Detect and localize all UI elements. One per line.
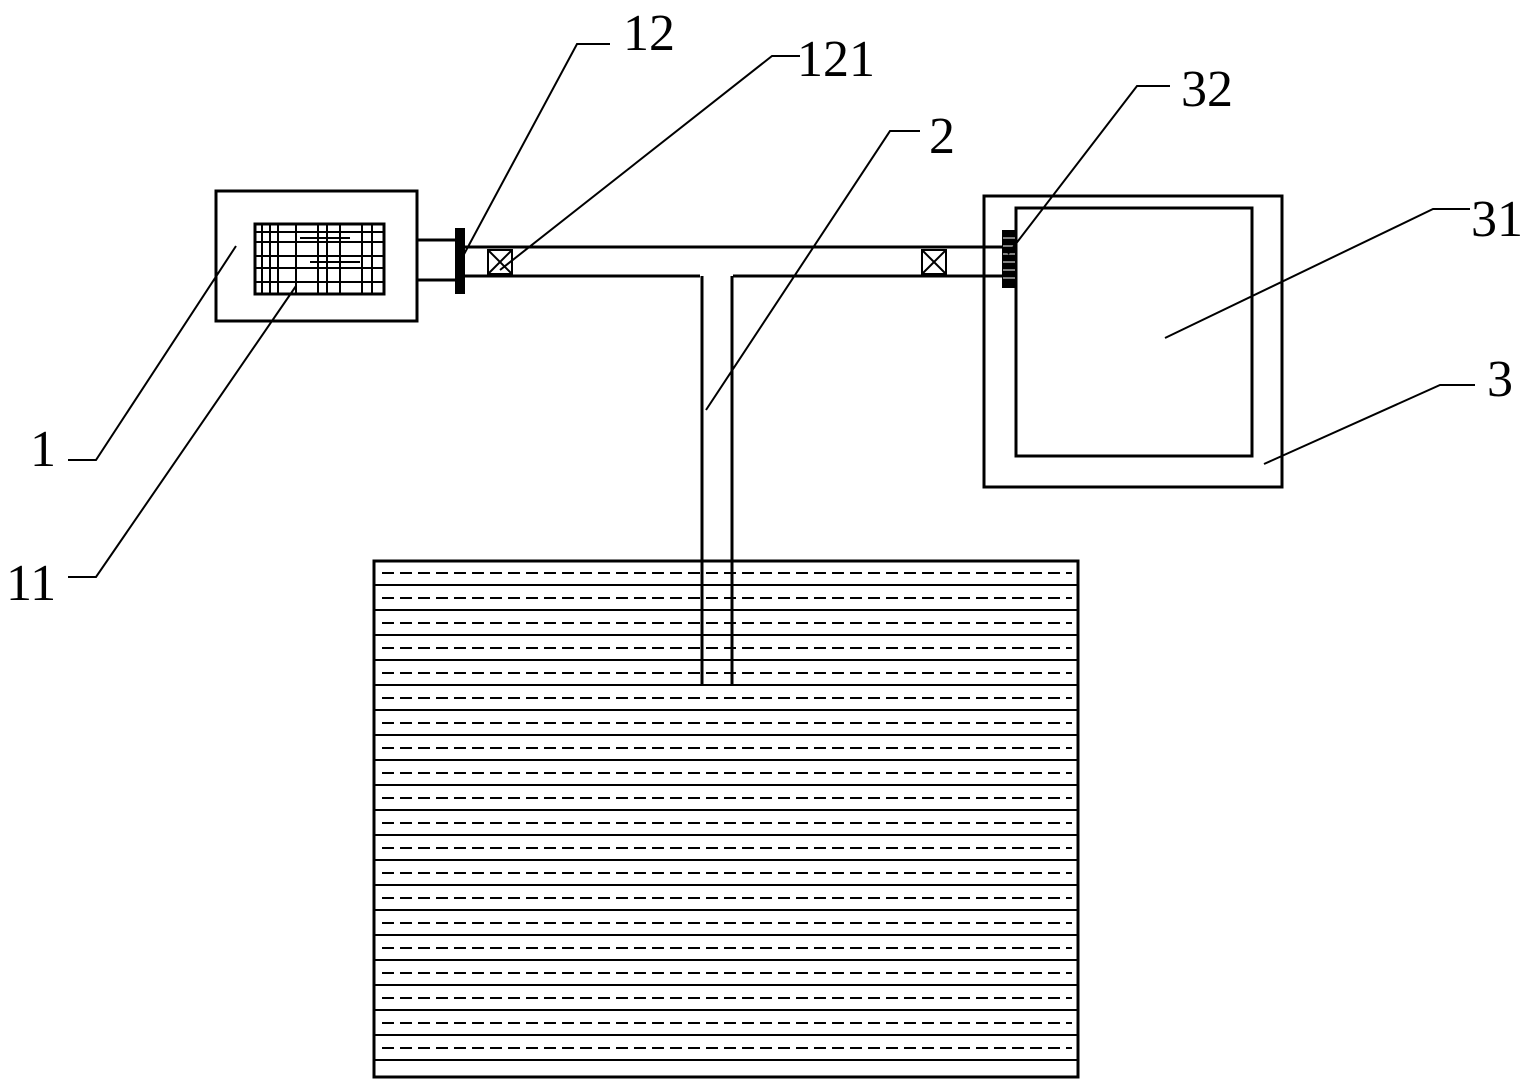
horizontal-pipe: [465, 245, 1002, 278]
leader-32: [1007, 85, 1170, 255]
water-lines: [374, 572, 1078, 1061]
right-valve: [921, 249, 947, 275]
leader-121: [499, 55, 800, 271]
component-31-inner-box: [1014, 206, 1254, 458]
leader-1: [68, 245, 237, 461]
label-2: 2: [929, 108, 955, 165]
component-1-box: [214, 189, 419, 323]
label-11: 11: [6, 555, 56, 612]
output-shaft: [417, 238, 457, 282]
label-1: 1: [30, 421, 56, 478]
leader-lines: [68, 43, 1475, 578]
label-32: 32: [1181, 61, 1233, 118]
leader-31: [1164, 208, 1470, 339]
component-12-flange: [455, 228, 465, 294]
water-tank: [372, 559, 1080, 1079]
component-2-vertical-pipe: [700, 276, 734, 686]
component-121-valve: [487, 249, 513, 275]
label-3: 3: [1487, 351, 1513, 408]
leader-12: [461, 43, 610, 259]
component-11-grid-module: [253, 222, 386, 296]
label-31: 31: [1471, 191, 1523, 248]
component-3-outer-box: [982, 194, 1284, 489]
label-121: 121: [797, 31, 875, 88]
label-12: 12: [623, 5, 675, 62]
leader-3: [1263, 384, 1475, 465]
component-32-connector: [1002, 230, 1016, 288]
leader-2: [705, 130, 920, 411]
leader-11: [68, 285, 297, 578]
